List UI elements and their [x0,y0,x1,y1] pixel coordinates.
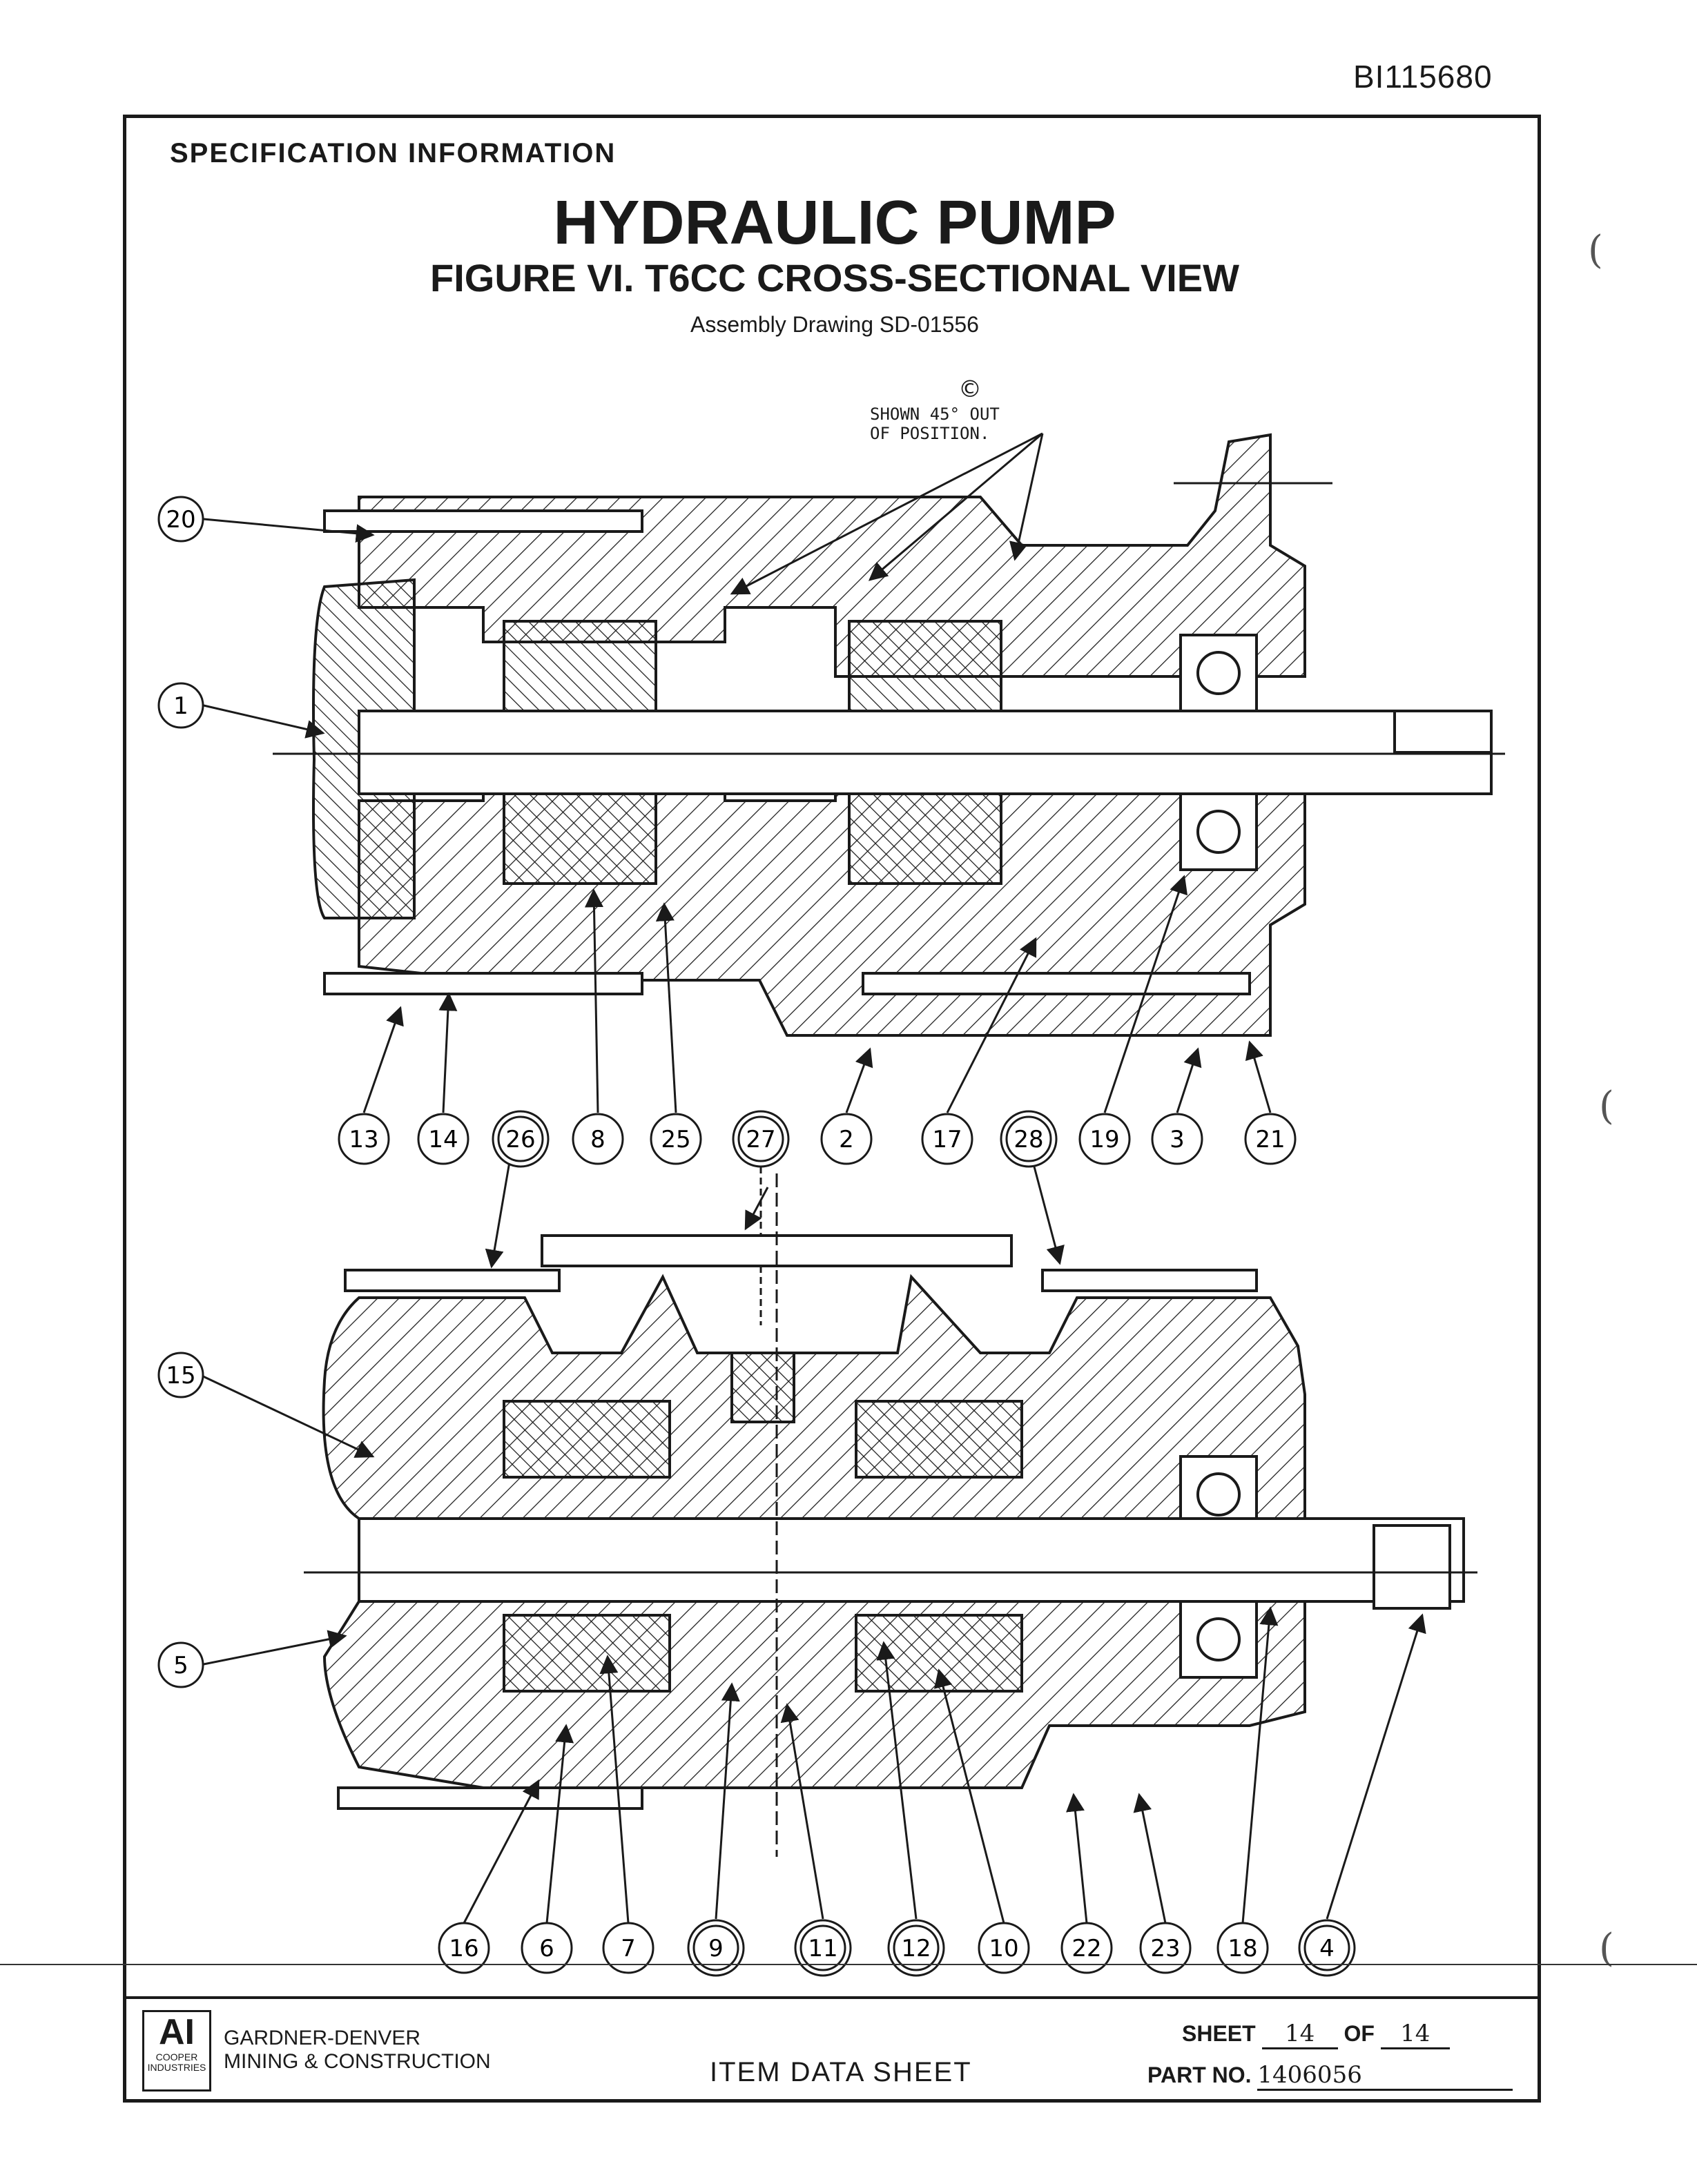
svg-text:10: 10 [989,1935,1018,1962]
svg-text:20: 20 [166,506,195,534]
drawing-reference: Assembly Drawing SD-01556 [690,312,979,337]
callout-14: 14 [417,1113,469,1165]
callout-22: 22 [1060,1922,1113,1974]
footer-divider [123,1996,1541,1999]
svg-text:16: 16 [449,1935,478,1962]
svg-text:17: 17 [932,1126,962,1153]
callout-11: 11 [794,1919,852,1977]
svg-text:13: 13 [349,1126,378,1153]
sheet-number: 14 [1261,2020,1338,2049]
svg-text:18: 18 [1228,1935,1257,1962]
spec-header: SPECIFICATION INFORMATION [170,138,617,168]
svg-text:11: 11 [808,1935,837,1962]
callout-19: 19 [1078,1113,1131,1165]
note-line-2: OF POSITION. [870,424,989,443]
svg-text:12: 12 [901,1935,931,1962]
svg-text:22: 22 [1071,1935,1101,1962]
callout-12: 12 [887,1919,945,1977]
callout-15: 15 [157,1352,204,1398]
sheet-label: SHEET [1182,2021,1256,2046]
part-label: PART NO. [1147,2063,1252,2087]
copyright-symbol: © [958,376,982,403]
callout-27: 27 [732,1110,790,1168]
callout-16: 16 [438,1922,490,1974]
callout-26: 26 [492,1110,550,1168]
callout-3: 3 [1151,1113,1203,1165]
callout-13: 13 [338,1113,390,1165]
sheet-total: 14 [1380,2020,1450,2049]
part-number-block: PART NO. 1406056 [1147,2061,1513,2091]
company-name: GARDNER-DENVER MINING & CONSTRUCTION [224,2027,491,2074]
logo-text-2: INDUSTRIES [147,2062,206,2073]
callout-6: 6 [521,1922,573,1974]
bottom-pump-section [304,1173,1477,1857]
callout-5: 5 [157,1641,204,1688]
callout-21: 21 [1244,1113,1297,1165]
sheet-type: ITEM DATA SHEET [710,2057,972,2087]
svg-text:19: 19 [1089,1126,1119,1153]
sheet-number-block: SHEET 14 OF 14 [1182,2020,1450,2049]
callout-23: 23 [1139,1922,1192,1974]
callout-1: 1 [157,682,204,729]
svg-text:21: 21 [1255,1126,1285,1153]
callout-18: 18 [1216,1922,1269,1974]
company-logo: AI COOPER INDUSTRIES [142,2010,211,2092]
callout-9: 9 [687,1919,745,1977]
svg-text:27: 27 [746,1126,775,1153]
svg-text:9: 9 [708,1935,724,1962]
scan-line [0,1964,1697,1965]
callout-20: 20 [157,496,204,543]
svg-text:3: 3 [1170,1126,1185,1153]
company-line-2: MINING & CONSTRUCTION [224,2050,491,2073]
position-note: © SHOWN 45° OUT OF POSITION. [870,376,1000,443]
figure-subtitle: FIGURE VI. T6CC CROSS-SECTIONAL VIEW [430,256,1239,300]
svg-text:23: 23 [1150,1935,1180,1962]
svg-text:28: 28 [1014,1126,1043,1153]
svg-text:2: 2 [839,1126,854,1153]
callout-25: 25 [650,1113,702,1165]
svg-text:8: 8 [590,1126,605,1153]
callout-4: 4 [1298,1919,1356,1977]
part-number: 1406056 [1257,2061,1513,2091]
svg-text:5: 5 [173,1652,188,1679]
page-title: HYDRAULIC PUMP [553,188,1116,257]
callout-10: 10 [978,1922,1030,1974]
document-id: BI115680 [1353,59,1493,95]
company-line-1: GARDNER-DENVER [224,2027,421,2049]
logo-text-1: COOPER [155,2051,198,2063]
logo-mark: AI [159,2012,195,2052]
page-frame [123,115,1541,2103]
callout-28: 28 [1000,1110,1058,1168]
svg-text:25: 25 [661,1126,690,1153]
svg-text:26: 26 [505,1126,535,1153]
svg-text:15: 15 [166,1362,195,1390]
callout-7: 7 [602,1922,654,1974]
svg-text:7: 7 [621,1935,636,1962]
svg-text:6: 6 [539,1935,554,1962]
svg-text:14: 14 [428,1126,458,1153]
note-line-1: SHOWN 45° OUT [870,404,1000,424]
margin-mark: ( [1599,1926,1614,1971]
margin-mark: ( [1588,228,1603,273]
margin-mark: ( [1599,1084,1614,1129]
callout-8: 8 [572,1113,624,1165]
of-label: OF [1344,2021,1375,2046]
svg-text:4: 4 [1319,1935,1335,1962]
callout-17: 17 [921,1113,973,1165]
callout-2: 2 [820,1113,873,1165]
svg-text:1: 1 [173,692,188,720]
